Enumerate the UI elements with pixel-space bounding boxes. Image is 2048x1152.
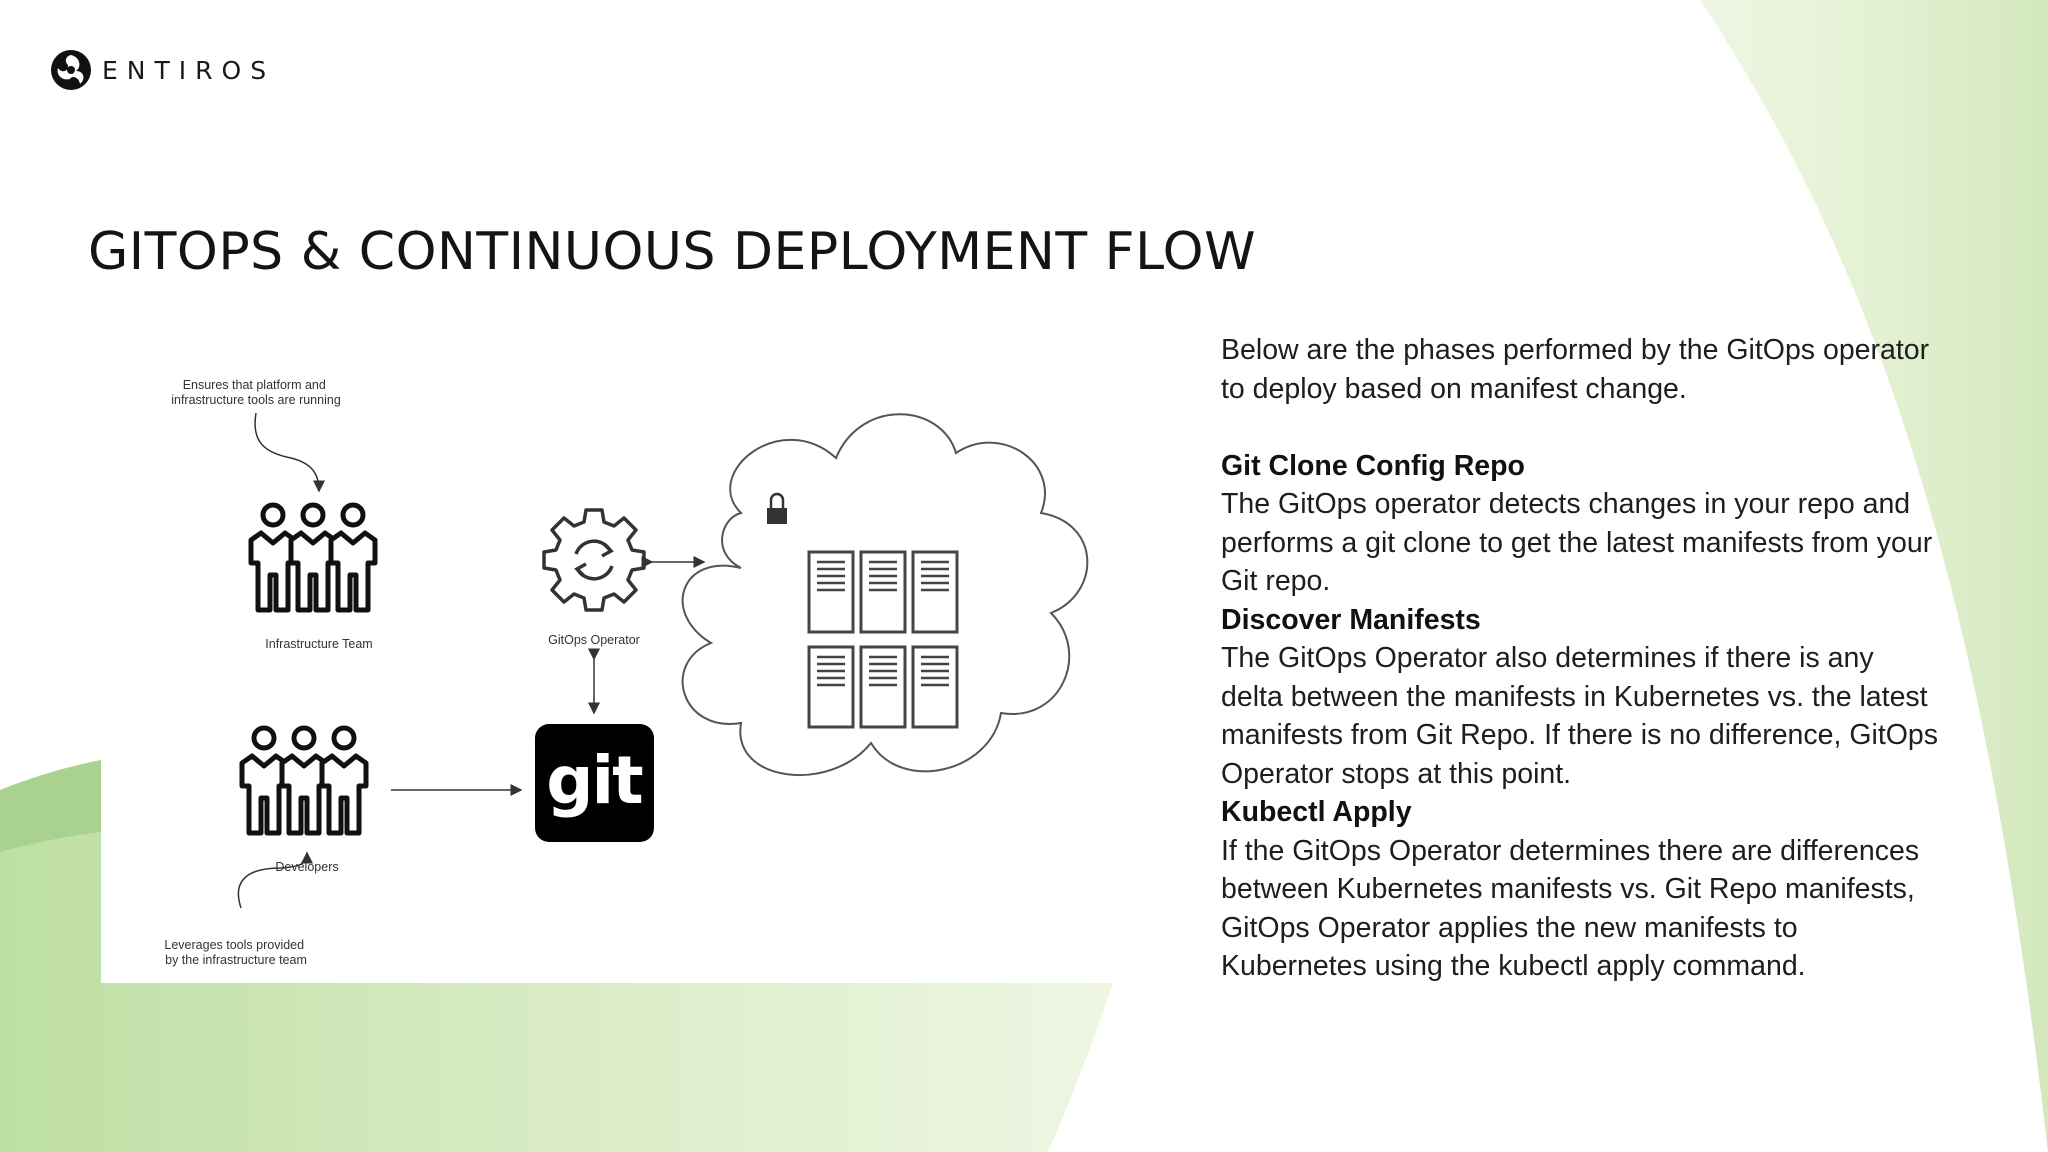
bottom-band-shape: [0, 760, 1113, 1152]
infra-team-label: Infrastructure Team: [265, 637, 372, 651]
gitops-operator-icon: [542, 508, 646, 612]
gitops-flow-diagram: Ensures that platform and infrastructure…: [101, 323, 1113, 983]
note-top-line2: infrastructure tools are running: [171, 393, 341, 407]
phases-description: Below are the phases performed by the Gi…: [1221, 331, 1941, 986]
git-logo-text: git: [546, 742, 643, 819]
note-bottom-line1: Leverages tools provided: [164, 938, 304, 952]
gitops-operator-label: GitOps Operator: [548, 633, 640, 647]
entiros-logo-icon: [51, 50, 91, 90]
note-top-arrow: [254, 412, 325, 493]
lock-icon: [767, 492, 787, 524]
phase-text-kubectl: If the GitOps Operator determines there …: [1221, 834, 1920, 983]
intro-text: Below are the phases performed by the Gi…: [1221, 334, 1930, 405]
note-bottom-arrow: [237, 851, 313, 909]
developers-label: Developers: [275, 860, 338, 874]
phase-heading-discover: Discover Manifests: [1221, 603, 1481, 636]
note-bottom-line2: by the infrastructure team: [165, 953, 307, 967]
brand-name: ENTIROS: [102, 55, 276, 85]
developers-icon: [242, 728, 366, 833]
brand-logo: ENTIROS: [50, 48, 275, 92]
left-accent-shape: [0, 760, 101, 852]
note-bottom: Leverages tools provided by the infrastr…: [164, 938, 307, 967]
infrastructure-team-icon: [251, 505, 375, 610]
right-curve-shape: [1700, 0, 2048, 1152]
note-top: Ensures that platform and infrastructure…: [171, 378, 341, 407]
phase-heading-git-clone: Git Clone Config Repo: [1221, 449, 1525, 482]
phase-text-git-clone: The GitOps operator detects changes in y…: [1221, 488, 1933, 597]
page-title: GITOPS & CONTINUOUS DEPLOYMENT FLOW: [88, 222, 1257, 282]
note-top-line1: Ensures that platform and: [183, 378, 326, 392]
git-logo-icon: git: [535, 724, 654, 842]
phase-heading-kubectl: Kubectl Apply: [1221, 796, 1412, 828]
phase-text-discover: The GitOps Operator also determines if t…: [1221, 642, 1939, 790]
